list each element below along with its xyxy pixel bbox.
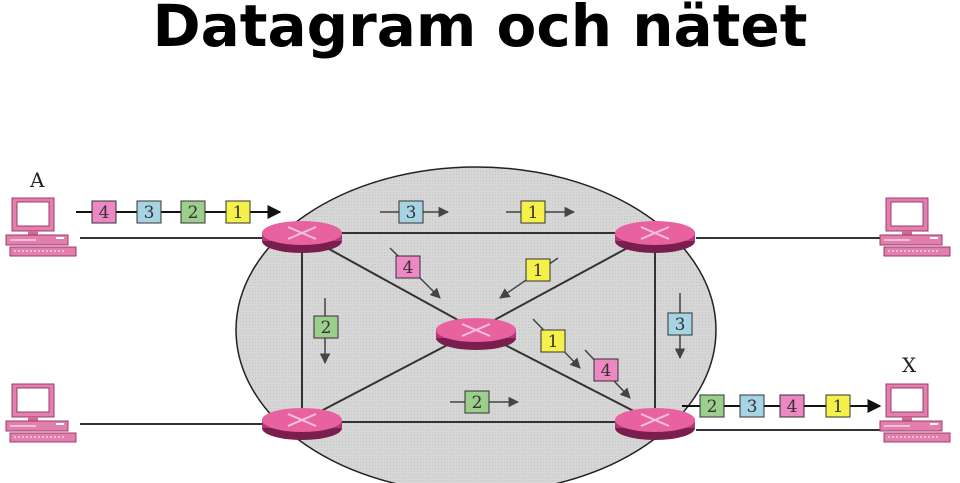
packet-box-2 <box>180 200 206 224</box>
packet-label: 3 <box>747 397 758 417</box>
computer-left-bottom <box>5 383 77 443</box>
packet-left-vertical: 2 <box>313 298 339 365</box>
packet-label: 3 <box>406 203 417 223</box>
packet-bottom-middle: 2 <box>450 390 520 414</box>
destination-queue: 2 3 4 1 <box>699 394 851 418</box>
packet-label: 2 <box>472 393 483 413</box>
packet-box-3 <box>739 394 765 418</box>
packet-label: 3 <box>675 315 686 335</box>
host-label-x: X <box>902 353 917 377</box>
packet-diag-lower-4: 4 <box>584 349 631 399</box>
packet-label: 4 <box>787 397 798 417</box>
packet-label: 2 <box>321 318 332 338</box>
packet-top-left: 3 <box>380 200 450 224</box>
packet-label: 3 <box>144 203 155 223</box>
packet-box-1 <box>825 394 851 418</box>
source-queue: 4 3 2 1 <box>91 200 251 224</box>
router-center <box>435 317 517 351</box>
router-bottom-right <box>614 407 696 441</box>
packet-label: 4 <box>403 258 414 278</box>
router-top-left <box>261 220 343 254</box>
packet-box-1 <box>225 200 251 224</box>
host-label-a: A <box>29 168 45 192</box>
packet-label: 1 <box>533 261 544 281</box>
packet-box-4 <box>779 394 805 418</box>
packet-label: 2 <box>188 203 199 223</box>
computer-source <box>5 197 77 257</box>
packet-right-vertical: 3 <box>667 293 693 360</box>
page-title: Datagram och nätet <box>152 0 808 60</box>
packet-label: 4 <box>99 203 110 223</box>
packet-diag-lower-1: 1 <box>532 318 581 369</box>
packet-top-right: 1 <box>506 200 576 224</box>
packet-label: 1 <box>233 203 244 223</box>
computer-destination <box>879 383 951 443</box>
packet-diag-upper-left: 4 <box>389 247 441 299</box>
packet-box-3 <box>136 200 162 224</box>
packet-box-4 <box>91 200 117 224</box>
computer-right-top <box>879 197 951 257</box>
packet-label: 4 <box>601 361 612 381</box>
packet-label: 1 <box>528 203 539 223</box>
packet-box-2 <box>699 394 725 418</box>
router-bottom-left <box>261 407 343 441</box>
packet-label: 1 <box>548 332 559 352</box>
packet-label: 2 <box>707 397 718 417</box>
packet-diag-upper-right: 1 <box>499 257 559 299</box>
packet-label: 1 <box>833 397 844 417</box>
router-top-right <box>614 220 696 254</box>
